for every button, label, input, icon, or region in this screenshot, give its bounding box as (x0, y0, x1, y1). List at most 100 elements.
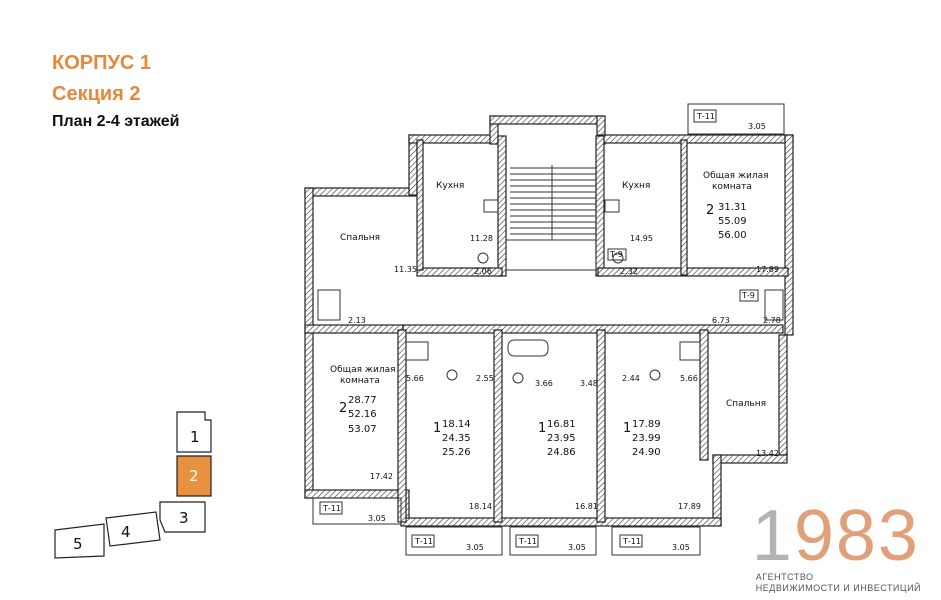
apartment-figures: 2 31.31 55.09 56.00 2 28.77 52.16 53.07 … (339, 202, 747, 458)
apartment-2-left: 2 28.77 52.16 53.07 (339, 395, 377, 435)
svg-text:5.66: 5.66 (680, 374, 698, 383)
plan-title: План 2-4 этажей (52, 113, 180, 130)
svg-text:13.42: 13.42 (756, 449, 779, 458)
room-label-living-left-2: комната (340, 376, 380, 386)
svg-text:3.05: 3.05 (466, 543, 484, 552)
svg-text:24.86: 24.86 (547, 447, 576, 458)
svg-text:3.05: 3.05 (568, 543, 586, 552)
section-keymap: 1 2 3 4 5 (54, 411, 212, 559)
svg-text:18.14: 18.14 (442, 419, 471, 430)
svg-text:3.05: 3.05 (748, 122, 766, 131)
room-areas: 11.28 14.95 11.35 17.89 2.06 2.32 6.73 2… (348, 234, 781, 511)
brand-number-b: 983 (793, 496, 920, 576)
svg-text:Т-9: Т-9 (609, 250, 623, 259)
svg-text:2: 2 (339, 401, 347, 416)
room-labels: Кухня Кухня Спальня Спальня Общая жилая … (330, 171, 769, 409)
tag-t11-left: Т-11 3.05 (319, 501, 386, 523)
keymap-section-5[interactable]: 5 (54, 523, 105, 559)
svg-text:2: 2 (189, 467, 199, 485)
keymap-section-4[interactable]: 4 (105, 511, 161, 547)
room-label-living-tr-1: Общая жилая (703, 171, 769, 181)
svg-text:1: 1 (433, 421, 441, 436)
room-label-kitchen-left: Кухня (436, 181, 464, 191)
svg-text:55.09: 55.09 (718, 216, 747, 227)
svg-text:3.66: 3.66 (535, 379, 553, 388)
svg-text:2.06: 2.06 (474, 267, 492, 276)
equipment-tags: Т-11 3.05 Т-11 3.05 Т-11 3.05 Т-11 3.05 Т-11… (319, 109, 766, 552)
svg-text:11.35: 11.35 (394, 265, 417, 274)
svg-text:17.89: 17.89 (678, 502, 701, 511)
room-label-kitchen-right: Кухня (622, 181, 650, 191)
tag-t11-b3: Т-11 3.05 (619, 534, 690, 552)
svg-text:3.05: 3.05 (368, 514, 386, 523)
tag-t11-top: Т-11 3.05 (693, 109, 766, 131)
brand-line-1: АГЕНТСТВО (755, 572, 814, 582)
svg-text:16.81: 16.81 (547, 419, 576, 430)
keymap-section-3[interactable]: 3 (159, 501, 206, 533)
svg-text:28.77: 28.77 (348, 395, 377, 406)
svg-text:Т-11: Т-11 (518, 537, 537, 546)
svg-text:1: 1 (623, 421, 631, 436)
svg-text:Т-11: Т-11 (696, 112, 715, 121)
svg-text:4: 4 (121, 523, 131, 541)
svg-text:6.73: 6.73 (712, 316, 730, 325)
svg-text:53.07: 53.07 (348, 424, 377, 435)
svg-text:2.13: 2.13 (348, 316, 366, 325)
apartment-2-top-right: 2 31.31 55.09 56.00 (706, 202, 747, 241)
svg-text:17.89: 17.89 (632, 419, 661, 430)
svg-text:56.00: 56.00 (718, 230, 747, 241)
section-title: Секция 2 (52, 83, 141, 105)
svg-text:16.81: 16.81 (575, 502, 598, 511)
fixtures (317, 199, 784, 384)
svg-text:2.32: 2.32 (620, 267, 638, 276)
room-label-bedroom-right: Спальня (726, 399, 766, 409)
plan-walls (304, 115, 794, 527)
brand-number-a: 1 (751, 496, 794, 576)
svg-text:5: 5 (73, 535, 83, 553)
tag-t11-b1: Т-11 3.05 (411, 534, 484, 552)
svg-text:1: 1 (190, 428, 200, 446)
svg-text:11.28: 11.28 (470, 234, 493, 243)
room-label-living-tr-2: комната (712, 182, 752, 192)
svg-text:17.89: 17.89 (756, 265, 779, 274)
svg-text:3.48: 3.48 (580, 379, 598, 388)
svg-text:3.05: 3.05 (672, 543, 690, 552)
svg-text:23.95: 23.95 (547, 433, 576, 444)
svg-text:23.99: 23.99 (632, 433, 661, 444)
svg-text:2.44: 2.44 (622, 374, 640, 383)
brand-logo: 1983 АГЕНТСТВО НЕДВИЖИМОСТИ И ИНВЕСТИЦИЙ (752, 500, 921, 594)
svg-text:25.26: 25.26 (442, 447, 471, 458)
stair-treads (505, 165, 597, 271)
brand-line-2: НЕДВИЖИМОСТИ И ИНВЕСТИЦИЙ (755, 583, 921, 593)
svg-text:17.42: 17.42 (370, 472, 393, 481)
balconies (312, 103, 785, 556)
svg-text:2: 2 (706, 203, 714, 218)
building-title: КОРПУС 1 (52, 52, 152, 74)
svg-text:2.78: 2.78 (763, 316, 781, 325)
room-label-bedroom-left: Спальня (340, 233, 380, 243)
room-label-living-left-1: Общая жилая (330, 365, 396, 375)
tag-t9-a: Т-9 (607, 248, 627, 261)
svg-text:14.95: 14.95 (630, 234, 653, 243)
svg-text:24.90: 24.90 (632, 447, 661, 458)
apartment-1-b: 1 16.81 23.95 24.86 (538, 419, 576, 458)
svg-text:2.55: 2.55 (476, 374, 494, 383)
apartment-1-a: 1 18.14 24.35 25.26 (433, 419, 471, 458)
svg-text:Т-11: Т-11 (322, 504, 341, 513)
svg-text:24.35: 24.35 (442, 433, 471, 444)
svg-text:18.14: 18.14 (469, 502, 492, 511)
tag-t11-b2: Т-11 3.05 (515, 534, 586, 552)
keymap-section-1[interactable]: 1 (176, 411, 212, 453)
svg-text:5.66: 5.66 (406, 374, 424, 383)
svg-text:Т-11: Т-11 (622, 537, 641, 546)
svg-text:52.16: 52.16 (348, 409, 377, 420)
svg-text:Т-9: Т-9 (741, 291, 755, 300)
apartment-1-c: 1 17.89 23.99 24.90 (623, 419, 661, 458)
svg-text:1: 1 (538, 421, 546, 436)
tag-t9-b: Т-9 (739, 289, 759, 302)
svg-text:3: 3 (179, 509, 189, 527)
keymap-section-2[interactable]: 2 (176, 455, 212, 497)
svg-text:31.31: 31.31 (718, 202, 747, 213)
svg-text:Т-11: Т-11 (414, 537, 433, 546)
